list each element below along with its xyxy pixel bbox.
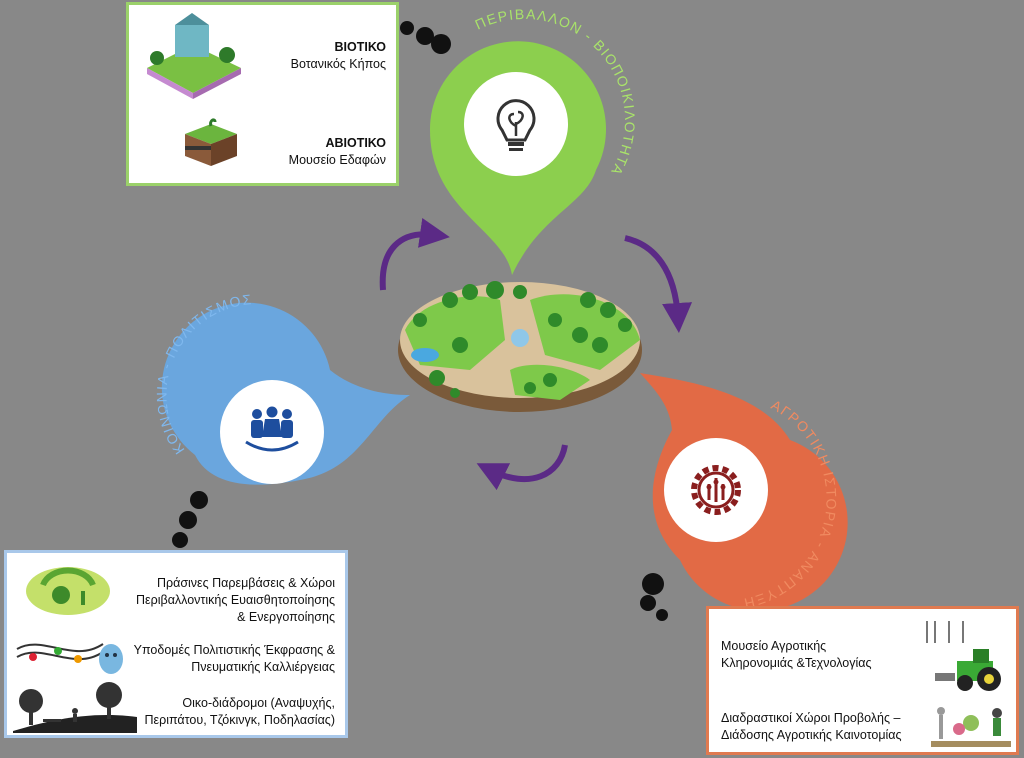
connector-dots-green [400, 21, 451, 54]
society-info-box: Πράσινες Παρεμβάσεις & Χώροι Περιβαλλοντ… [4, 550, 348, 738]
environment-info-box: ΒΙΟΤΙΚΟ Βοτανικός Κήπος ΑΒΙΟΤΙΚΟ Μουσείο… [126, 2, 399, 186]
gear-wheat-icon [691, 465, 741, 515]
society-bubble [161, 302, 410, 485]
agriculture-bubble [640, 373, 848, 611]
agriculture-info-box: Μουσείο Αγροτικής Κληρονομιάς &Τεχνολογί… [706, 606, 1019, 755]
interactive-spaces-line1: Διαδραστικοί Χώροι Προβολής – [721, 711, 901, 725]
agri-innovation-image [931, 707, 1011, 747]
agri-museum-line1: Μουσείο Αγροτικής [721, 639, 827, 653]
biotic-text: Βοτανικός Κήπος [290, 57, 386, 71]
tractor-tools-image [926, 621, 1001, 691]
connector-dots-orange [640, 573, 668, 621]
cycle-arrows [379, 218, 693, 491]
connector-dots-blue [172, 491, 208, 548]
park-map-illustration [398, 281, 642, 412]
green-interventions-line3: & Ενεργοποίησης [237, 610, 335, 624]
agri-museum-line2: Κληρονομιάς &Τεχνολογίας [721, 656, 872, 670]
biotic-title: ΒΙΟΤΙΚΟ [334, 40, 386, 54]
green-interventions-line1: Πράσινες Παρεμβάσεις & Χώροι [156, 576, 335, 590]
eco-paths-line2: Περιπάτου, Τζόκινγκ, Ποδηλασίας) [144, 713, 336, 727]
recycling-landscape-image [26, 567, 110, 615]
botanical-garden-image [147, 13, 241, 99]
soil-layers-image [185, 118, 237, 166]
music-theater-image [16, 643, 123, 674]
abiotic-text: Μουσείο Εδαφών [288, 153, 386, 167]
lightbulb-leaf-icon [496, 99, 536, 151]
interactive-spaces-line2: Διάδοσης Αγροτικής Καινοτομίας [721, 728, 902, 742]
green-interventions-line2: Περιβαλλοντικής Ευαισθητοποίησης [136, 593, 335, 607]
abiotic-title: ΑΒΙΟΤΙΚΟ [325, 136, 386, 150]
environment-bubble [429, 41, 606, 276]
cultural-infrastructure-line2: Πνευματικής Καλλιέργειας [191, 660, 335, 674]
eco-paths-image [13, 682, 137, 733]
people-icon [245, 406, 299, 452]
eco-paths-line1: Οικο-διάδρομοι (Αναψυχής, [182, 696, 335, 710]
cultural-infrastructure-line1: Υποδομές Πολιτιστικής Έκφρασης & [133, 643, 335, 657]
